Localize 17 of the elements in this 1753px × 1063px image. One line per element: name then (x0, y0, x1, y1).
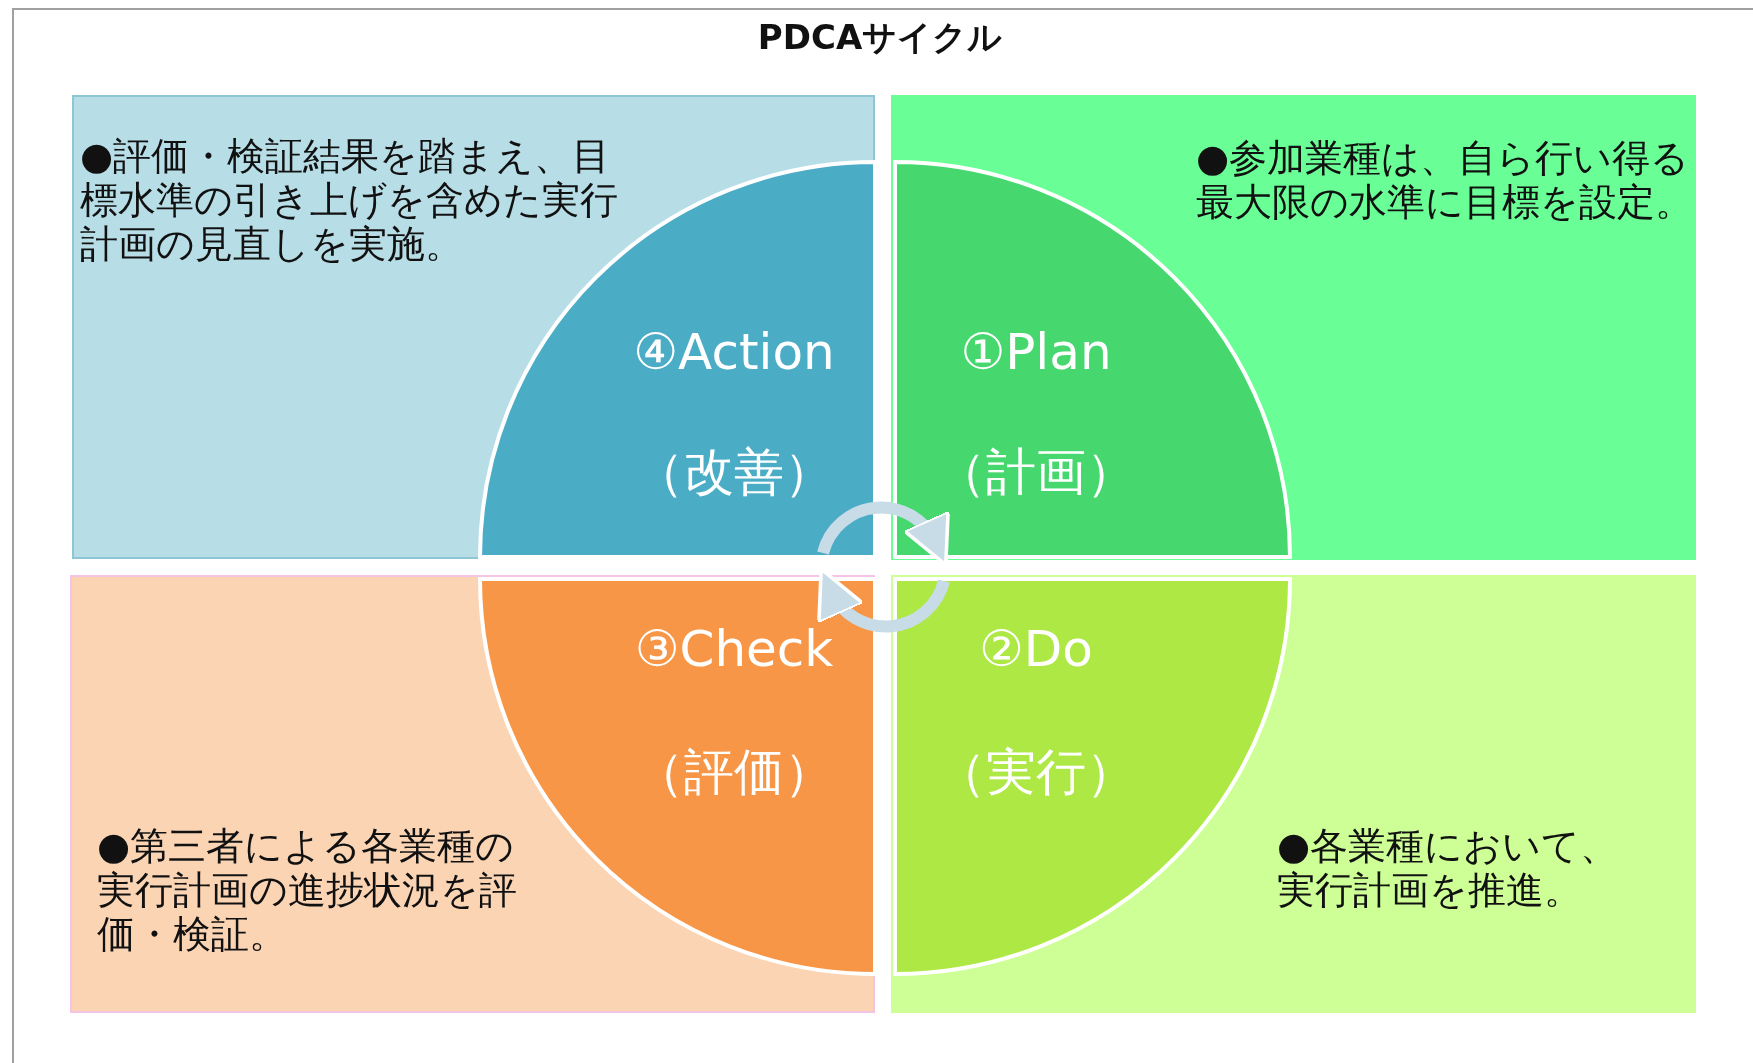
quadrant-title: ①Plan (960, 324, 1112, 380)
quadrant-subtitle: （実行） (936, 744, 1136, 800)
quadrant-subtitle: （改善） (634, 444, 834, 500)
title: PDCAサイクル (757, 16, 1003, 59)
quadrant-title: ②Do (979, 621, 1093, 677)
note-panel (70, 575, 875, 1013)
note-panel (891, 95, 1696, 560)
panel-text: ●参加業種は、自ら行い得る最大限の水準に目標を設定。 (1196, 136, 1694, 224)
quadrant-title: ③Check (634, 621, 834, 677)
panel-text: ●評価・検証結果を踏まえ、目標水準の引き上げを含めた実行計画の見直しを実施。 (80, 134, 619, 266)
panel-text: ●第三者による各業種の実行計画の進捗状況を評価・検証。 (97, 824, 518, 956)
note-panel (72, 95, 875, 559)
quadrant-subtitle: （評価） (634, 744, 834, 800)
quadrant-subtitle: （計画） (936, 444, 1136, 500)
quadrant-title: ④Action (633, 324, 835, 380)
panel-text: ●各業種において、実行計画を推進。 (1277, 824, 1620, 912)
note-panel (891, 575, 1696, 1013)
